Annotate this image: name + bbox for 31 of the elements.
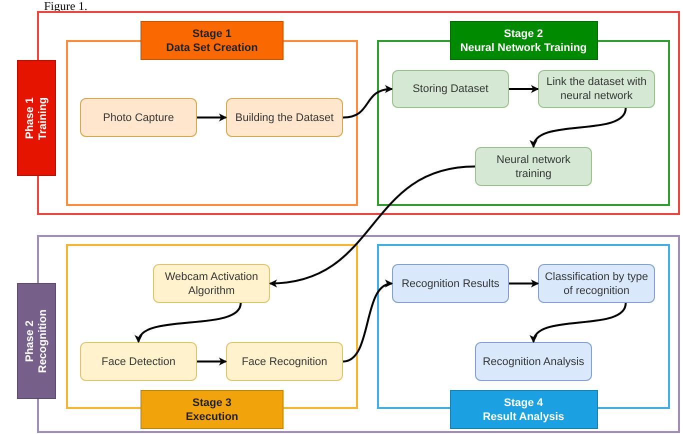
process-box: Face Recognition <box>226 342 343 381</box>
stage-number: Stage 3 <box>192 396 232 410</box>
process-box: Link the dataset with neural network <box>538 70 655 108</box>
process-box: Face Detection <box>80 342 197 381</box>
arrow <box>509 85 539 93</box>
process-box: Recognition Analysis <box>475 342 592 381</box>
process-box: Webcam Activation Algorithm <box>153 264 270 303</box>
arrow <box>269 166 476 287</box>
arrow <box>197 358 227 366</box>
stage-title: Result Analysis <box>482 410 564 424</box>
process-box: Recognition Results <box>392 264 509 303</box>
arrow <box>532 302 627 343</box>
process-box: Neural network training <box>475 147 592 186</box>
process-box: Photo Capture <box>80 98 197 137</box>
stage-number: Stage 2 <box>504 26 544 40</box>
stage-number: Stage 1 <box>192 26 232 40</box>
arrow <box>136 302 242 343</box>
phase-title: Phase 2 Recognition <box>24 308 50 375</box>
process-box: Storing Dataset <box>392 70 509 108</box>
arrow <box>532 108 627 148</box>
arrow <box>342 86 393 118</box>
stage-title: Neural Network Training <box>460 40 587 54</box>
process-box: Building the Dataset <box>226 98 343 137</box>
stage-number: Stage 4 <box>504 396 544 410</box>
arrow <box>197 114 227 122</box>
phase-title: Phase 1 Training <box>24 96 50 142</box>
arrow <box>342 281 393 362</box>
process-box: Classification by type of recognition <box>538 264 655 303</box>
arrow <box>509 280 539 288</box>
stage-title: Execution <box>186 410 238 424</box>
stage-title: Data Set Creation <box>166 40 258 54</box>
